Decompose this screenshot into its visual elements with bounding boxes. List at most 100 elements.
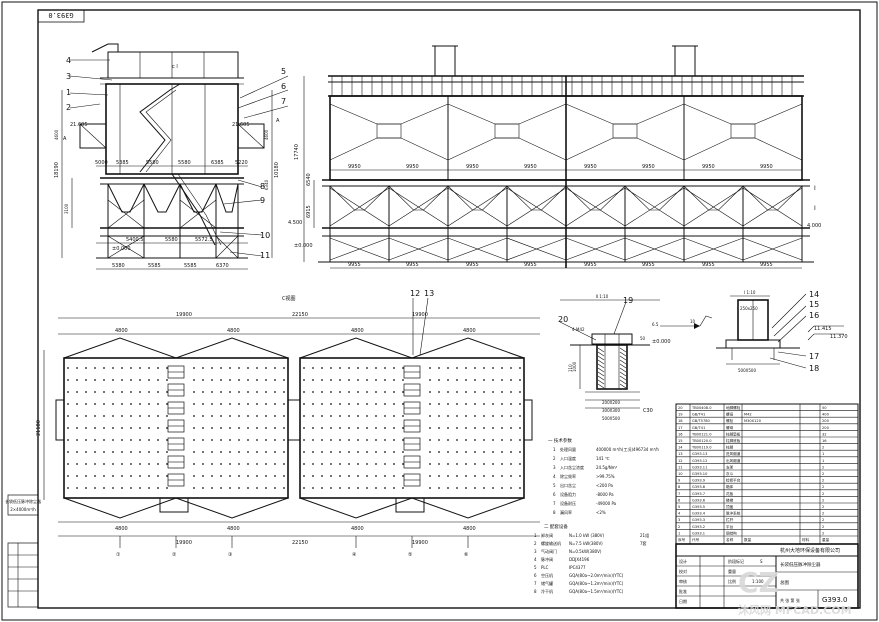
filter-bag — [265, 475, 267, 477]
filter-bag — [465, 487, 467, 489]
filter-bag — [447, 451, 449, 453]
hopper — [447, 185, 508, 211]
detail1-callout-20: 20 — [558, 315, 568, 324]
filter-bag — [166, 463, 168, 465]
filter-bag — [148, 451, 150, 453]
filter-bag — [283, 475, 285, 477]
filter-bag — [510, 403, 512, 405]
filter-bag — [85, 475, 87, 477]
filter-bag — [375, 427, 377, 429]
filter-bag — [348, 475, 350, 477]
plan-callout-12: 12 — [410, 289, 420, 298]
filter-bag — [85, 403, 87, 405]
filter-bag — [121, 391, 123, 393]
side-dim-bot-1: 9955 — [406, 262, 419, 268]
filter-bag — [121, 415, 123, 417]
filter-bag — [357, 451, 359, 453]
filter-bag — [366, 451, 368, 453]
filter-bag — [483, 379, 485, 381]
side-dim-top-3: 9950 — [524, 164, 537, 170]
label-A: A — [63, 136, 67, 142]
front-dim-bottom-1: 5580 — [165, 237, 178, 243]
filter-bag — [121, 475, 123, 477]
filter-bag — [519, 379, 521, 381]
filter-bag — [103, 403, 105, 405]
filter-bag — [393, 379, 395, 381]
callout-1: 1 — [66, 88, 71, 97]
title-scale-label: 比例 — [728, 578, 736, 584]
filter-bag — [501, 367, 503, 369]
filter-bag — [166, 487, 168, 489]
filter-bag — [456, 415, 458, 417]
filter-bag — [438, 367, 440, 369]
filter-bag — [256, 427, 258, 429]
filter-bag — [202, 379, 204, 381]
filter-bag — [193, 463, 195, 465]
filter-bag — [348, 487, 350, 489]
filter-bag — [148, 379, 150, 381]
side-dim-bot-6: 9955 — [702, 262, 715, 268]
filter-bag — [247, 439, 249, 441]
filter-bag — [139, 427, 141, 429]
filter-bag — [148, 391, 150, 393]
filter-bag — [112, 415, 114, 417]
filter-bag — [76, 367, 78, 369]
filter-bag — [465, 427, 467, 429]
bom-header-cell: 重量 — [822, 537, 830, 542]
filter-bag — [229, 463, 231, 465]
bom-cell: 箱体 — [726, 484, 734, 489]
front-dim-base-3: 6370 — [216, 263, 229, 269]
filter-bag — [265, 463, 267, 465]
filter-bag — [438, 487, 440, 489]
brace — [624, 187, 685, 227]
brace — [624, 237, 685, 261]
filter-bag — [312, 427, 314, 429]
filter-bag — [76, 391, 78, 393]
filter-bag — [303, 475, 305, 477]
label-c: c l — [172, 64, 178, 70]
side-elevation — [303, 45, 814, 269]
side-elev-right: 4.000 — [807, 223, 821, 229]
filter-bag — [501, 391, 503, 393]
bom-cell: 16 — [678, 432, 683, 436]
filter-bag — [393, 487, 395, 489]
filter-bag — [402, 427, 404, 429]
filter-bag — [366, 403, 368, 405]
filter-bag — [193, 427, 195, 429]
filter-bag — [312, 451, 314, 453]
side-label-I: I — [814, 185, 816, 192]
filter-bag — [384, 415, 386, 417]
filter-bag — [339, 415, 341, 417]
filter-bag — [366, 439, 368, 441]
filter-bag — [483, 403, 485, 405]
filter-bag — [330, 487, 332, 489]
filter-bag — [501, 475, 503, 477]
filter-bag — [357, 439, 359, 441]
filter-bag — [247, 487, 249, 489]
filter-bag — [438, 379, 440, 381]
plan-dim-4800-0: 4800 — [115, 328, 128, 334]
bom-cell: 地脚螺栓 — [726, 405, 741, 410]
filter-bag — [202, 487, 204, 489]
side-dim-bot-2: 9955 — [466, 262, 479, 268]
spec-item-name: 漏风率 — [560, 509, 572, 515]
bom-cell: 10 — [678, 472, 683, 476]
filter-bag — [85, 427, 87, 429]
filter-bag — [474, 391, 476, 393]
bom-cell: 2 — [822, 472, 824, 476]
filter-bag — [76, 463, 78, 465]
bom-cell: 柱脚垫板 — [726, 431, 741, 436]
filter-bag — [456, 427, 458, 429]
filter-bag — [348, 451, 350, 453]
drawing-number-corner: G393.0 — [37, 9, 85, 23]
filter-bag — [375, 475, 377, 477]
filter-bag — [220, 427, 222, 429]
filter-bag — [321, 415, 323, 417]
title-block: 杭州大地环保设备有限公司 长袋低压脉冲除尘器 总图 设计 校对 审核 批准 日期… — [675, 543, 859, 609]
bom-cell: 螺母 — [726, 412, 734, 417]
bom-cell: 11 — [678, 465, 683, 469]
filter-bag — [94, 427, 96, 429]
side-dim-top-6: 9950 — [702, 164, 715, 170]
spec-item-no: 1 — [553, 447, 556, 452]
filter-bag — [274, 415, 276, 417]
